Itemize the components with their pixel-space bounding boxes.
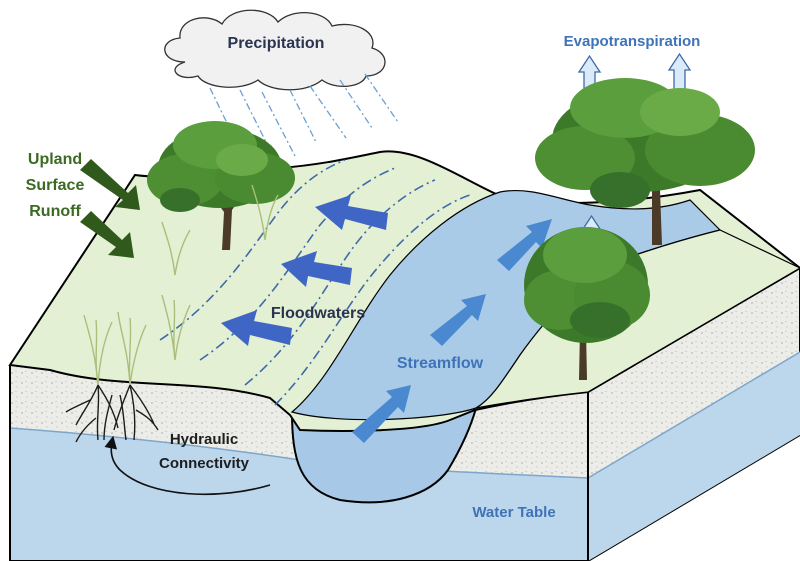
upland-runoff-label-line1: Upland (28, 151, 82, 168)
hydraulic-connectivity-arrow (104, 435, 271, 496)
roots-icon (65, 384, 159, 443)
cloud-icon (164, 9, 386, 91)
tree-icon (524, 227, 650, 380)
streamflow-arrows (352, 219, 552, 443)
water-table-label: Water Table (472, 504, 555, 521)
side-groundwater (588, 352, 800, 561)
floodwaters-label: Floodwaters (271, 305, 365, 322)
evapotranspiration-label: Evapotranspiration (564, 33, 701, 50)
runoff-arrows (80, 159, 140, 258)
tree-icon (535, 78, 755, 245)
floodwater-arrows (221, 195, 388, 346)
upland-runoff-label-line2: Surface (26, 177, 85, 194)
upland-runoff-label-line3: Runoff (29, 203, 81, 220)
precipitation-label: Precipitation (228, 35, 325, 52)
floodwater-contours (159, 159, 471, 406)
hydraulic-connectivity-label-line1: Hydraulic (170, 431, 238, 448)
tree-icon (147, 121, 295, 250)
front-groundwater (10, 428, 588, 561)
grass-icon (83, 184, 279, 386)
hydraulic-connectivity-label-line2: Connectivity (159, 455, 250, 472)
streamflow-label: Streamflow (397, 355, 484, 372)
